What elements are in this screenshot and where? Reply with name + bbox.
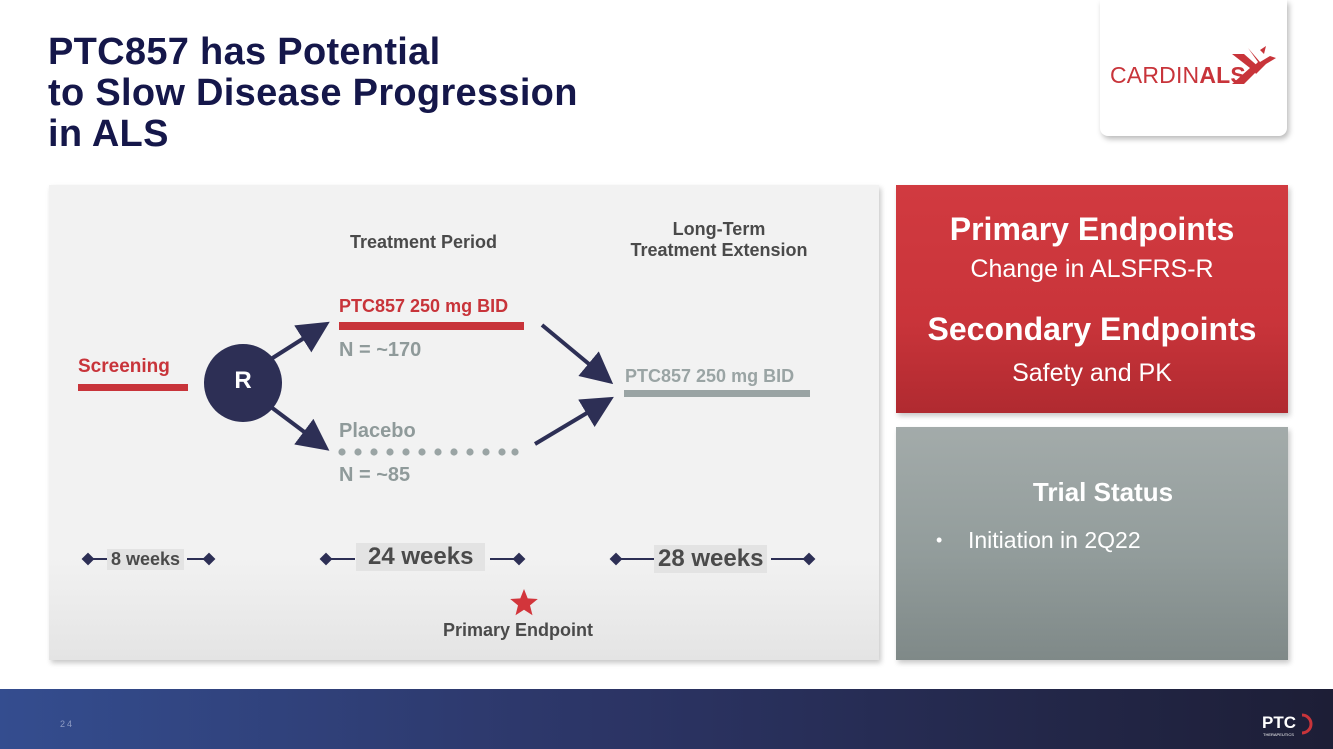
- title-line-2: to Slow Disease Progression: [48, 72, 578, 114]
- active-arm-label: PTC857 250 mg BID: [339, 296, 509, 316]
- extension-bar: [624, 390, 810, 397]
- timeline-24-weeks: 24 weeks: [356, 543, 486, 571]
- logo-text-regular: CARDIN: [1110, 62, 1200, 88]
- active-arm-n: N = ~170: [339, 339, 422, 361]
- footer-bar: 24 PTC THERAPEUTICS: [0, 689, 1333, 749]
- active-arm-bar: [339, 322, 524, 330]
- primary-endpoints-text: Change in ALSFRS-R: [970, 255, 1214, 283]
- trial-status-item-text: Initiation in 2Q22: [968, 527, 1141, 553]
- long-term-header-line-1: Long-Term: [672, 219, 766, 239]
- primary-endpoint-label: Primary Endpoint: [443, 620, 594, 640]
- title-line-1: PTC857 has Potential: [48, 31, 441, 73]
- secondary-endpoints-heading: Secondary Endpoints: [927, 311, 1257, 347]
- primary-endpoints-heading: Primary Endpoints: [949, 211, 1235, 247]
- timeline-28-weeks: 28 weeks: [654, 545, 768, 573]
- diagram-connectors: [81, 321, 816, 616]
- trial-design-diagram: Treatment Period Long-Term Treatment Ext…: [49, 185, 879, 660]
- long-term-header-line-2: Treatment Extension: [630, 240, 808, 260]
- randomization-label: R: [234, 367, 252, 394]
- cardinal-bird-icon: [1232, 46, 1276, 84]
- screening-bar: [78, 384, 188, 391]
- ptc-logo-text: PTC: [1262, 713, 1296, 732]
- placebo-arm-label: Placebo: [339, 420, 416, 442]
- trial-status-box: Trial Status • Initiation in 2Q22: [896, 427, 1288, 660]
- placebo-dotted-line: [338, 448, 519, 456]
- trial-status-heading: Trial Status: [1032, 477, 1174, 507]
- arrow-active-to-extension: [540, 323, 614, 385]
- randomization-circle: [204, 344, 282, 422]
- arrow-to-active-arm: [269, 321, 330, 361]
- arrow-placebo-to-extension: [533, 396, 614, 446]
- screening-label: Screening: [78, 356, 170, 377]
- ptc-logo-subtext: THERAPEUTICS: [1263, 732, 1294, 737]
- title-line-3: in ALS: [48, 113, 169, 155]
- secondary-endpoints-text: Safety and PK: [1012, 359, 1172, 387]
- long-term-extension-header: Long-Term Treatment Extension: [609, 219, 829, 261]
- trial-status-item: • Initiation in 2Q22: [936, 527, 1141, 554]
- cardinals-logo-card: CARDINALS: [1100, 0, 1287, 136]
- primary-endpoint-star-icon: [510, 589, 538, 616]
- timeline-8-weeks: 8 weeks: [107, 549, 185, 570]
- cardinals-logo-text: CARDINALS: [1110, 62, 1246, 89]
- bullet-icon: •: [936, 530, 943, 550]
- treatment-period-header: Treatment Period: [350, 232, 498, 252]
- page-number: 24: [60, 719, 75, 729]
- timeline-24-weeks-line: [319, 552, 526, 566]
- placebo-arm-n: N = ~85: [339, 464, 411, 486]
- extension-label: PTC857 250 mg BID: [625, 366, 795, 386]
- timeline-28-weeks-line: [609, 552, 816, 566]
- ptc-therapeutics-logo-icon: PTC THERAPEUTICS: [1262, 713, 1313, 737]
- endpoints-box: Primary Endpoints Change in ALSFRS-R Sec…: [896, 185, 1288, 413]
- arrow-to-placebo-arm: [269, 405, 330, 451]
- slide-title: PTC857 has Potential to Slow Disease Pro…: [48, 32, 748, 155]
